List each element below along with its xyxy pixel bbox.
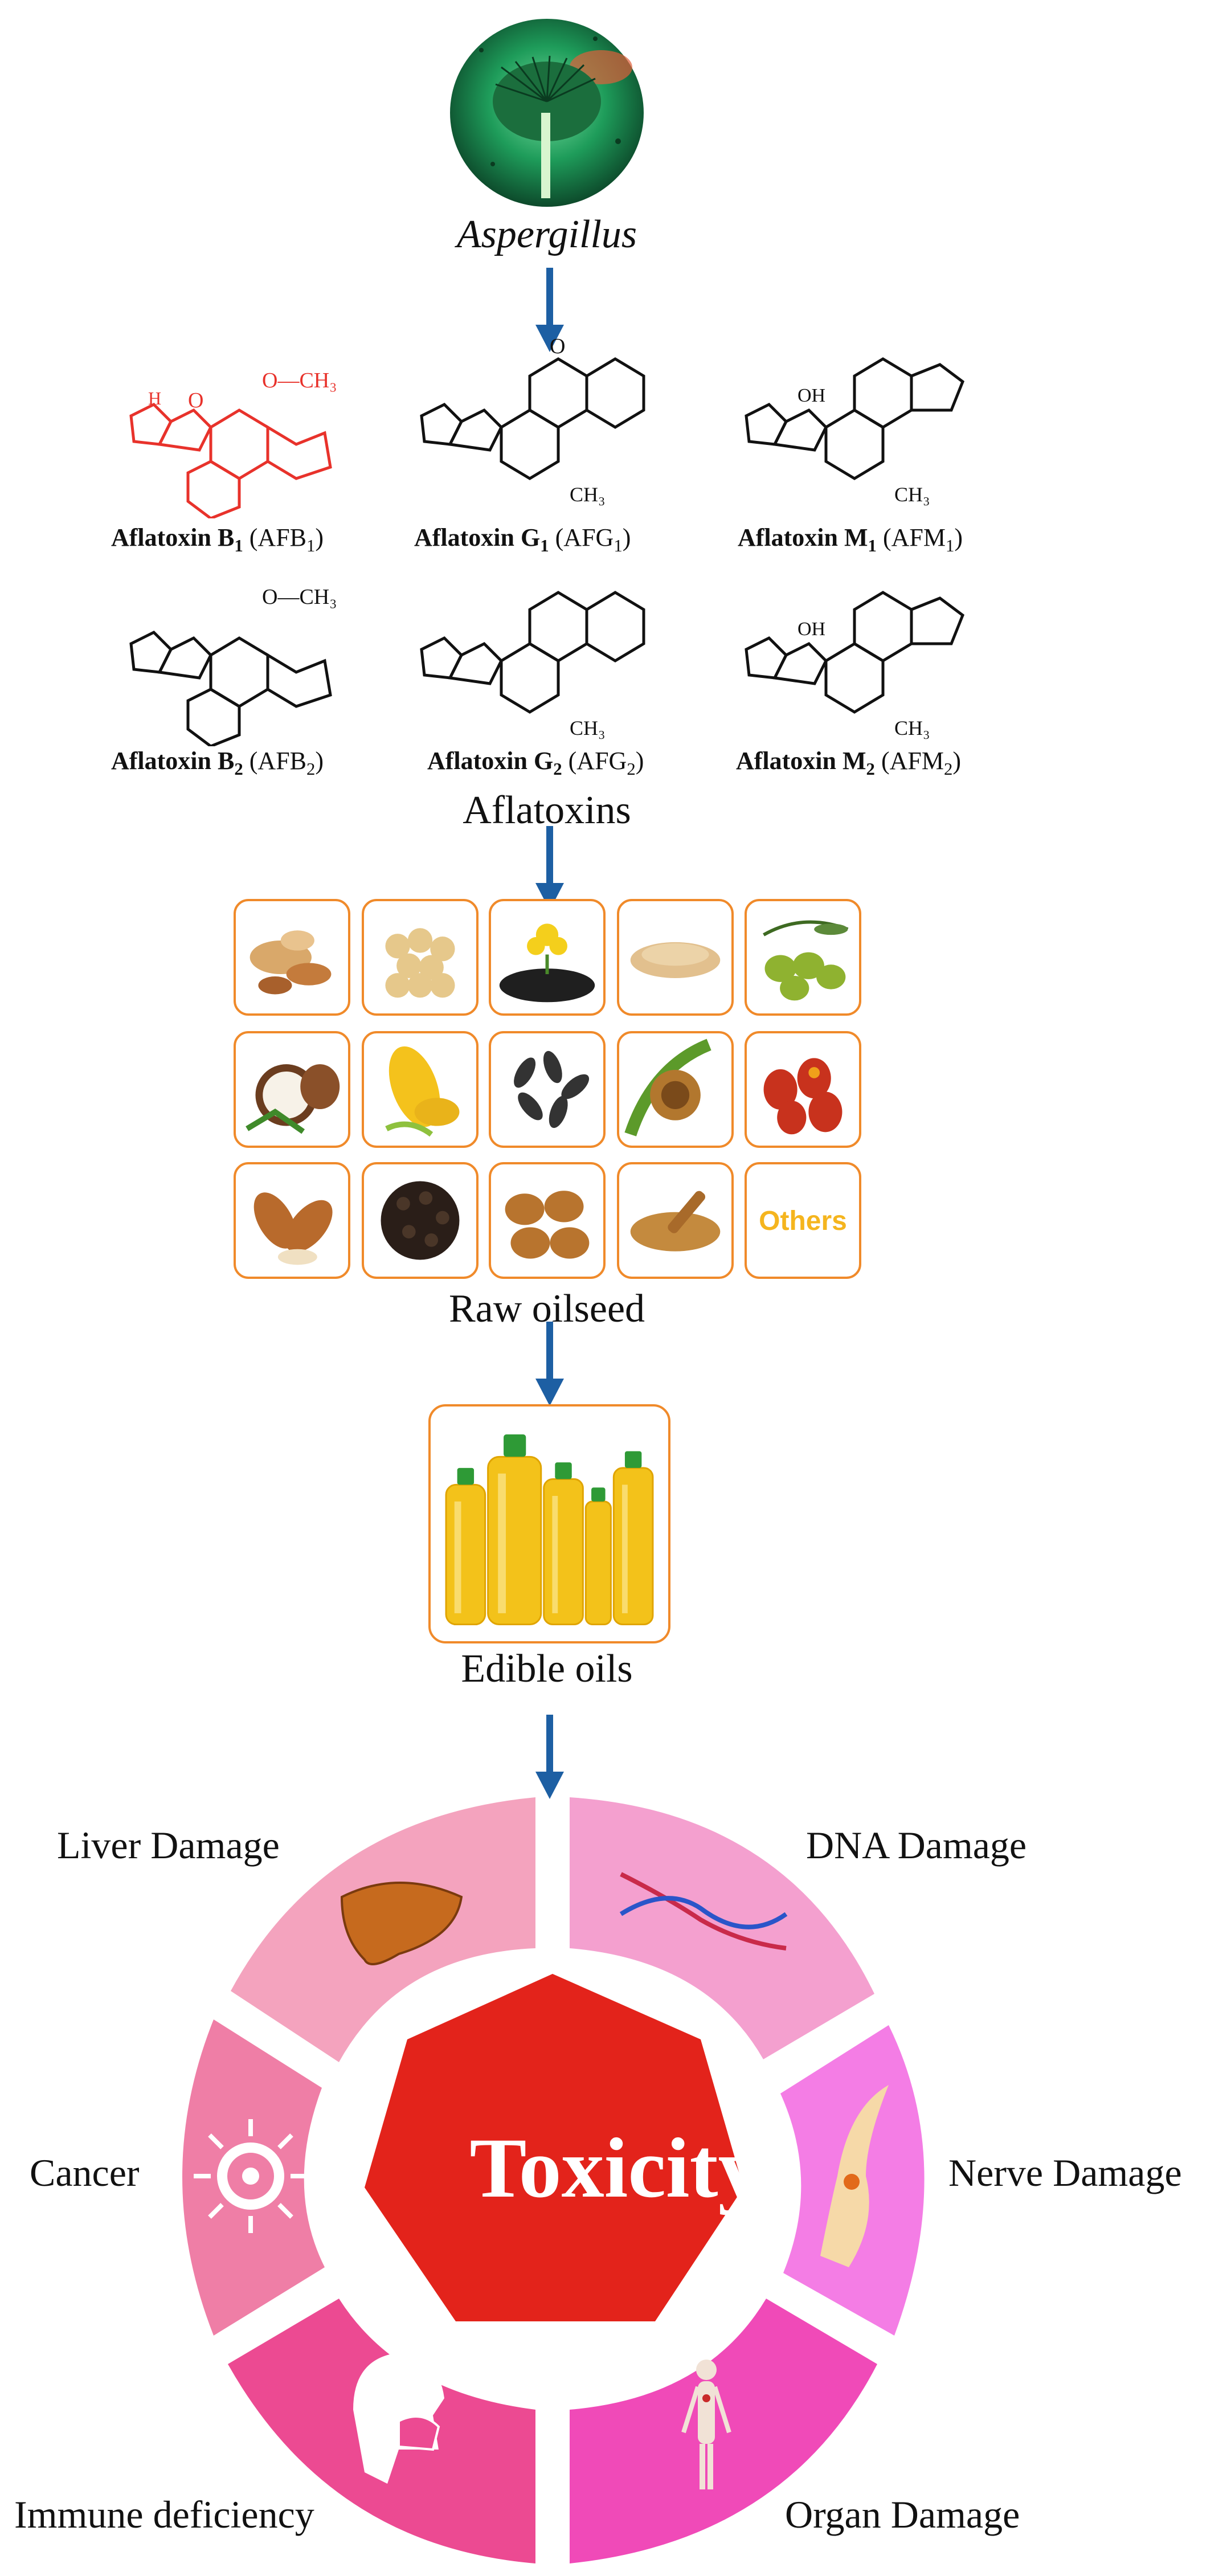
label-afg2: Aflatoxin G2 (AFG2) (427, 747, 644, 779)
label-afg1: Aflatoxin G1 (AFG1) (414, 524, 631, 555)
svg-text:O—CH₃: O—CH₃ (262, 585, 337, 609)
structure-afb1: O O—CH₃ H (129, 369, 337, 518)
oilseed-tile-sesame (617, 899, 734, 1016)
oilseed-tile-olive (745, 899, 861, 1016)
oilseed-tile-soybean (362, 899, 479, 1016)
oil-bottles-image (445, 1434, 654, 1626)
camellia-image (624, 1038, 711, 1136)
oilseed-tile-palm (745, 1031, 861, 1148)
svg-text:CH₃: CH₃ (570, 483, 606, 506)
dna-icon (619, 1872, 788, 1951)
sesame-image (630, 942, 721, 978)
aflatoxins-title: Aflatoxins (463, 788, 631, 832)
toxicity-label: Toxicity (469, 2121, 761, 2215)
oilseed-tile-camellia (617, 1031, 734, 1148)
oilseed-tile-sunflower (489, 1031, 606, 1148)
walnut-image (505, 1191, 590, 1259)
toxicity-center-shape (365, 1974, 743, 2321)
peanut-image (250, 930, 332, 995)
svg-text:CH₃: CH₃ (894, 717, 930, 739)
edible-oils-title: Edible oils (461, 1647, 633, 1691)
soybean-image (385, 928, 455, 998)
structure-afg1: O CH₃ (420, 334, 645, 506)
toxicity-wheel (182, 1797, 925, 2563)
edible-oils-image-box (428, 1404, 670, 1643)
label-cancer: Cancer (30, 2151, 140, 2194)
flow-arrow-2 (535, 826, 564, 910)
label-afm1: Aflatoxin M1 (AFM1) (738, 524, 963, 555)
label-afb1: Aflatoxin B1 (AFB1) (111, 524, 324, 555)
liver-icon (340, 1882, 463, 1965)
olive-image (763, 920, 849, 1001)
flow-arrow-3 (535, 1322, 564, 1406)
palm-fruit-image (763, 1058, 843, 1135)
structure-afg2: CH₃ (420, 591, 645, 739)
svg-text:OH: OH (798, 385, 825, 406)
oilseed-tile-seabuckthorn (362, 1162, 479, 1279)
oilseed-tile-almond (234, 1162, 350, 1279)
svg-text:O: O (550, 334, 565, 358)
oilseed-tile-coconut (234, 1031, 350, 1148)
oilseed-tile-others: Others (745, 1162, 861, 1279)
neuron-icon (820, 2085, 889, 2267)
body-icon (681, 2360, 731, 2489)
label-afm2: Aflatoxin M2 (AFM2) (736, 747, 962, 779)
oilseed-tile-corn (362, 1031, 479, 1148)
label-liver-damage: Liver Damage (57, 1823, 280, 1867)
flow-arrow-4 (535, 1715, 564, 1799)
svg-text:O: O (188, 389, 203, 412)
oilseed-tile-peanut (234, 899, 350, 1016)
aspergillus-image (450, 19, 644, 207)
structure-afm2: OH CH₃ (745, 591, 965, 739)
others-label: Others (759, 1206, 847, 1236)
svg-text:O—CH₃: O—CH₃ (262, 369, 337, 392)
label-organ-damage: Organ Damage (785, 2493, 1020, 2536)
structure-afb2: O—CH₃ (129, 585, 337, 746)
oilseed-tile-rapeseed (489, 899, 606, 1016)
svg-text:CH₃: CH₃ (570, 717, 606, 739)
sunflower-seed-image (514, 1050, 590, 1128)
virus-icon (194, 2119, 308, 2233)
svg-text:H: H (148, 388, 161, 408)
segment-organ-damage (570, 2299, 877, 2563)
coconut-image (246, 1064, 340, 1134)
oilseed-tile-flaxseed (617, 1162, 734, 1279)
svg-text:CH₃: CH₃ (894, 483, 930, 506)
almond-image (253, 1192, 333, 1265)
aspergillus-label: Aspergillus (456, 212, 637, 256)
flow-arrow-1 (535, 268, 564, 352)
flaxseed-image (630, 1191, 721, 1252)
svg-text:OH: OH (798, 619, 825, 640)
label-immune-deficiency: Immune deficiency (14, 2493, 314, 2536)
label-nerve-damage: Nerve Damage (948, 2151, 1182, 2194)
label-afb2: Aflatoxin B2 (AFB2) (111, 747, 324, 779)
structure-afm1: OH CH₃ (745, 357, 965, 506)
dark-seed-image (381, 1181, 460, 1260)
rapeseed-image (499, 923, 595, 1003)
mask-icon (353, 2353, 444, 2484)
label-dna-damage: DNA Damage (806, 1823, 1027, 1867)
oilseed-tile-walnut (489, 1162, 606, 1279)
corn-image (385, 1046, 460, 1137)
